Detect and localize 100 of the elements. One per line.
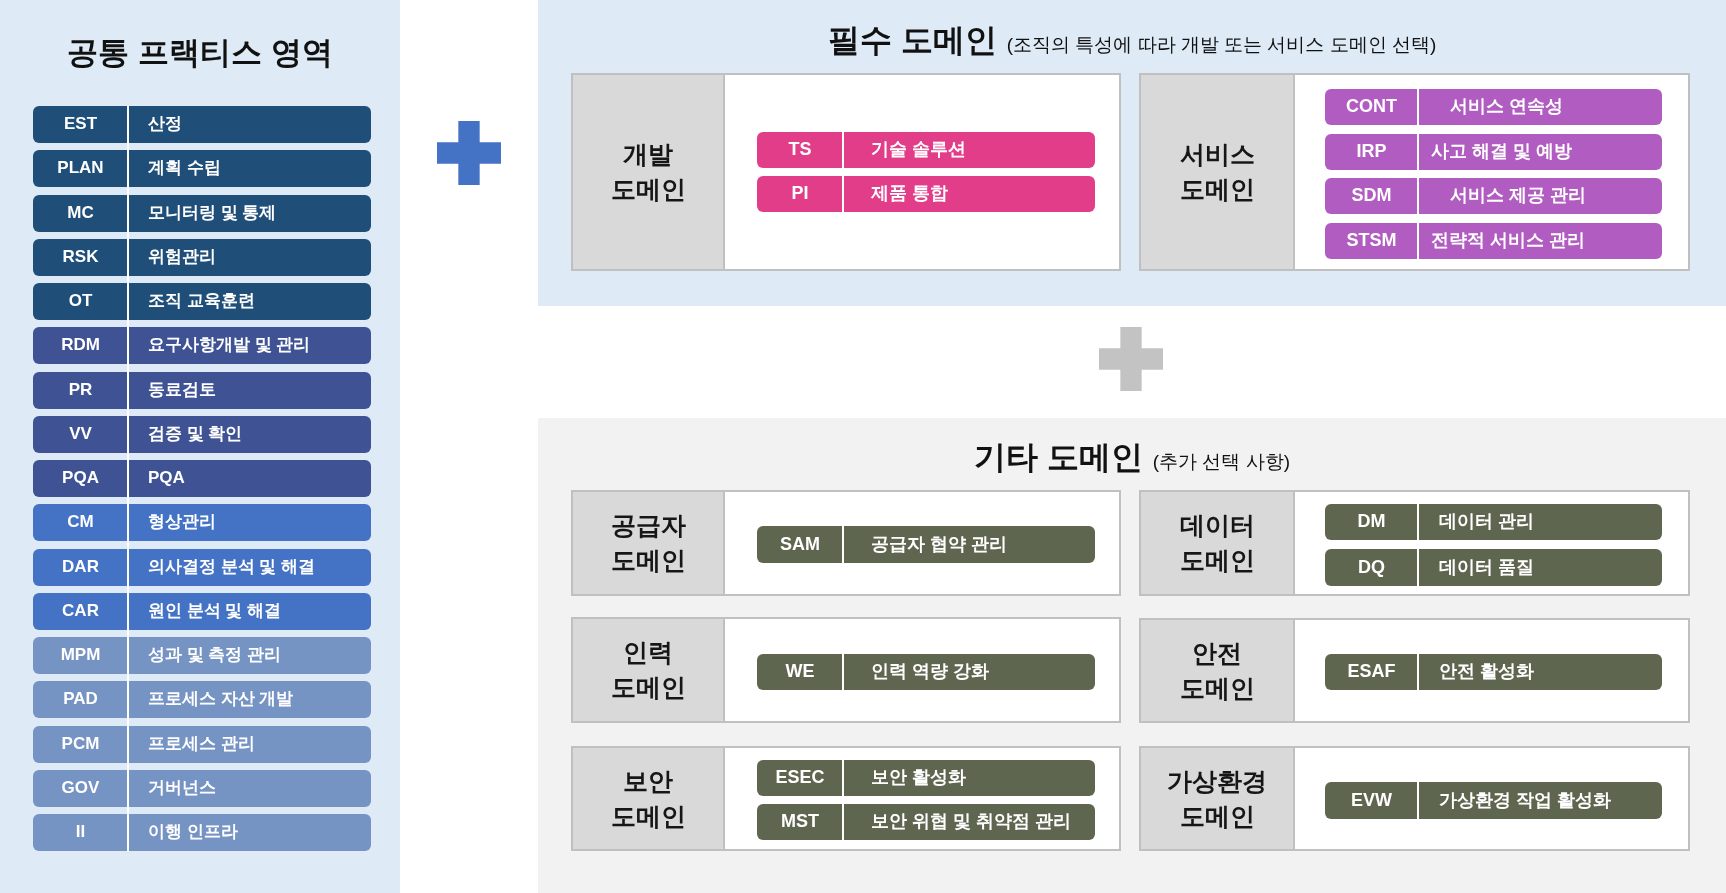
domain-name: 안전 도메인: [1178, 637, 1256, 704]
practice-name: 성과 및 측정 관리: [148, 645, 282, 665]
process-area-code: SAM: [780, 533, 820, 554]
practice-code: RSK: [62, 247, 99, 267]
process-area-name: 안전 활성화: [1439, 661, 1534, 682]
domain-group-panel: [538, 418, 1726, 893]
process-area-code: CONT: [1346, 96, 1397, 117]
process-area-code: PI: [791, 183, 809, 204]
process-area-name: 보안 위협 및 취약점 관리: [871, 811, 1071, 832]
domain-name: 가상환경 도메인: [1166, 765, 1268, 832]
practice-name: 요구사항개발 및 관리: [148, 335, 311, 355]
panel-title: 기타 도메인: [973, 438, 1143, 477]
process-area-name: 가상환경 작업 활성화: [1439, 789, 1611, 810]
practice-code: PCM: [61, 734, 100, 754]
process-area-code: ESAF: [1347, 661, 1396, 682]
process-area-bar: [1325, 134, 1662, 170]
practice-code: MPM: [60, 645, 101, 665]
domain-name: 인력 도메인: [609, 637, 687, 703]
process-area-bar: [757, 176, 1095, 212]
practice-bar: [33, 327, 371, 364]
practice-bar: [33, 814, 371, 851]
practice-code: GOV: [61, 778, 100, 798]
domain-group-panel: [0, 0, 400, 893]
panel-subtitle: (조직의 특성에 따라 개발 또는 서비스 도메인 선택): [1006, 33, 1437, 57]
process-area-code: EVW: [1351, 789, 1392, 810]
process-area-bar: [757, 526, 1095, 563]
process-area-code: WE: [785, 661, 815, 682]
domain-name: 보안 도메인: [609, 765, 687, 832]
process-area-bar: [1325, 654, 1662, 690]
process-area-code: SDM: [1351, 185, 1392, 206]
process-area-bar: [757, 760, 1095, 796]
practice-name: 프로세스 관리: [148, 734, 255, 754]
practice-name: 거버넌스: [148, 778, 216, 798]
practice-bar: [33, 150, 371, 187]
practice-code: PQA: [62, 468, 99, 488]
process-area-name: 데이터 품질: [1439, 556, 1534, 577]
panel-title: 공통 프랙티스 영역: [67, 34, 333, 72]
practice-bar: [33, 504, 371, 541]
practice-code: RDM: [61, 335, 100, 355]
process-area-name: 사고 해결 및 예방: [1431, 141, 1572, 162]
domain-name: 공급자 도메인: [609, 510, 687, 576]
process-area-name: 데이터 관리: [1439, 511, 1534, 532]
process-area-code: TS: [788, 139, 812, 160]
domain-name: 데이터 도메인: [1178, 510, 1256, 576]
domain-card: [571, 490, 1121, 596]
practice-code: DAR: [62, 557, 99, 577]
process-area-code: MST: [781, 811, 819, 832]
practice-name: 이행 인프라: [148, 822, 238, 842]
practice-bar: [33, 549, 371, 586]
practice-code: OT: [68, 291, 93, 311]
process-area-name: 제품 통합: [871, 183, 948, 204]
process-area-bar: [1325, 178, 1662, 214]
domain-card: [1139, 746, 1690, 851]
practice-code: PR: [68, 380, 93, 400]
panel-title: 필수 도메인: [827, 21, 997, 60]
practice-code: CM: [67, 512, 94, 532]
panel-subtitle: (추가 선택 사항): [1152, 450, 1291, 474]
practice-bar: [33, 726, 371, 763]
domain-card: [1139, 490, 1690, 596]
practice-code: EST: [63, 114, 98, 134]
practice-bar: [33, 770, 371, 807]
practice-bar: [33, 106, 371, 143]
process-area-bar: [1325, 782, 1662, 819]
process-area-code: STSM: [1346, 230, 1397, 251]
practice-name: 계획 수립: [148, 158, 221, 178]
process-area-bar: [757, 132, 1095, 168]
practice-name: 산정: [148, 114, 182, 134]
domain-group-panel: [538, 0, 1726, 306]
process-area-bar: [757, 654, 1095, 690]
process-area-bar: [1325, 223, 1662, 259]
practice-code: CAR: [62, 601, 99, 621]
process-area-bar: [1325, 549, 1662, 586]
practice-name: 동료검토: [148, 380, 216, 400]
process-area-code: DQ: [1358, 556, 1385, 577]
practice-bar: [33, 460, 371, 497]
domain-card: [571, 746, 1121, 851]
practice-code: VV: [69, 424, 92, 444]
process-area-bar: [757, 804, 1095, 840]
practice-name: PQA: [148, 468, 185, 488]
process-area-name: 전략적 서비스 관리: [1431, 230, 1585, 251]
domain-card: [571, 73, 1121, 271]
practice-name: 위험관리: [148, 247, 216, 267]
process-area-code: DM: [1357, 511, 1386, 532]
practice-name: 모니터링 및 통제: [148, 203, 277, 223]
practice-code: MC: [67, 203, 94, 223]
practice-name: 검증 및 확인: [148, 424, 243, 444]
practice-bar: [33, 593, 371, 630]
practice-code: PAD: [63, 689, 98, 709]
process-area-bar: [1325, 89, 1662, 125]
process-area-code: IRP: [1356, 141, 1387, 162]
practice-bar: [33, 239, 371, 276]
domain-card: [1139, 618, 1690, 723]
practice-name: 프로세스 자산 개발: [148, 689, 294, 709]
process-area-name: 서비스 연속성: [1450, 96, 1563, 117]
practice-code: II: [75, 822, 86, 842]
process-area-name: 서비스 제공 관리: [1450, 185, 1586, 206]
domain-card: [1139, 73, 1690, 271]
practice-bar: [33, 681, 371, 718]
process-area-code: ESEC: [775, 767, 825, 788]
domain-card: [571, 617, 1121, 723]
